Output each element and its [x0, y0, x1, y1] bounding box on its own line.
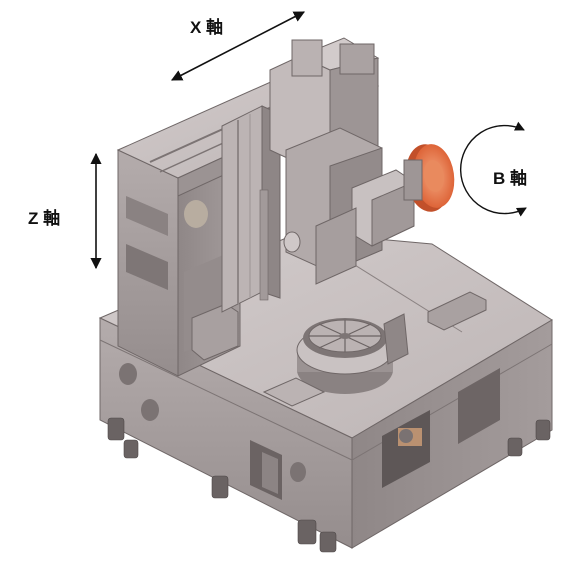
leveling-feet: [107, 417, 551, 553]
b-axis-rotation-arrow: [459, 121, 527, 217]
b-axis-label: B 軸: [493, 169, 527, 188]
x-axis-arrow: [171, 11, 305, 81]
z-axis-label: Z 軸: [28, 209, 61, 228]
rotary-table: [262, 291, 487, 407]
x-axis-label: X 軸: [190, 18, 224, 37]
b-axis-rotary-disc: [403, 144, 455, 212]
